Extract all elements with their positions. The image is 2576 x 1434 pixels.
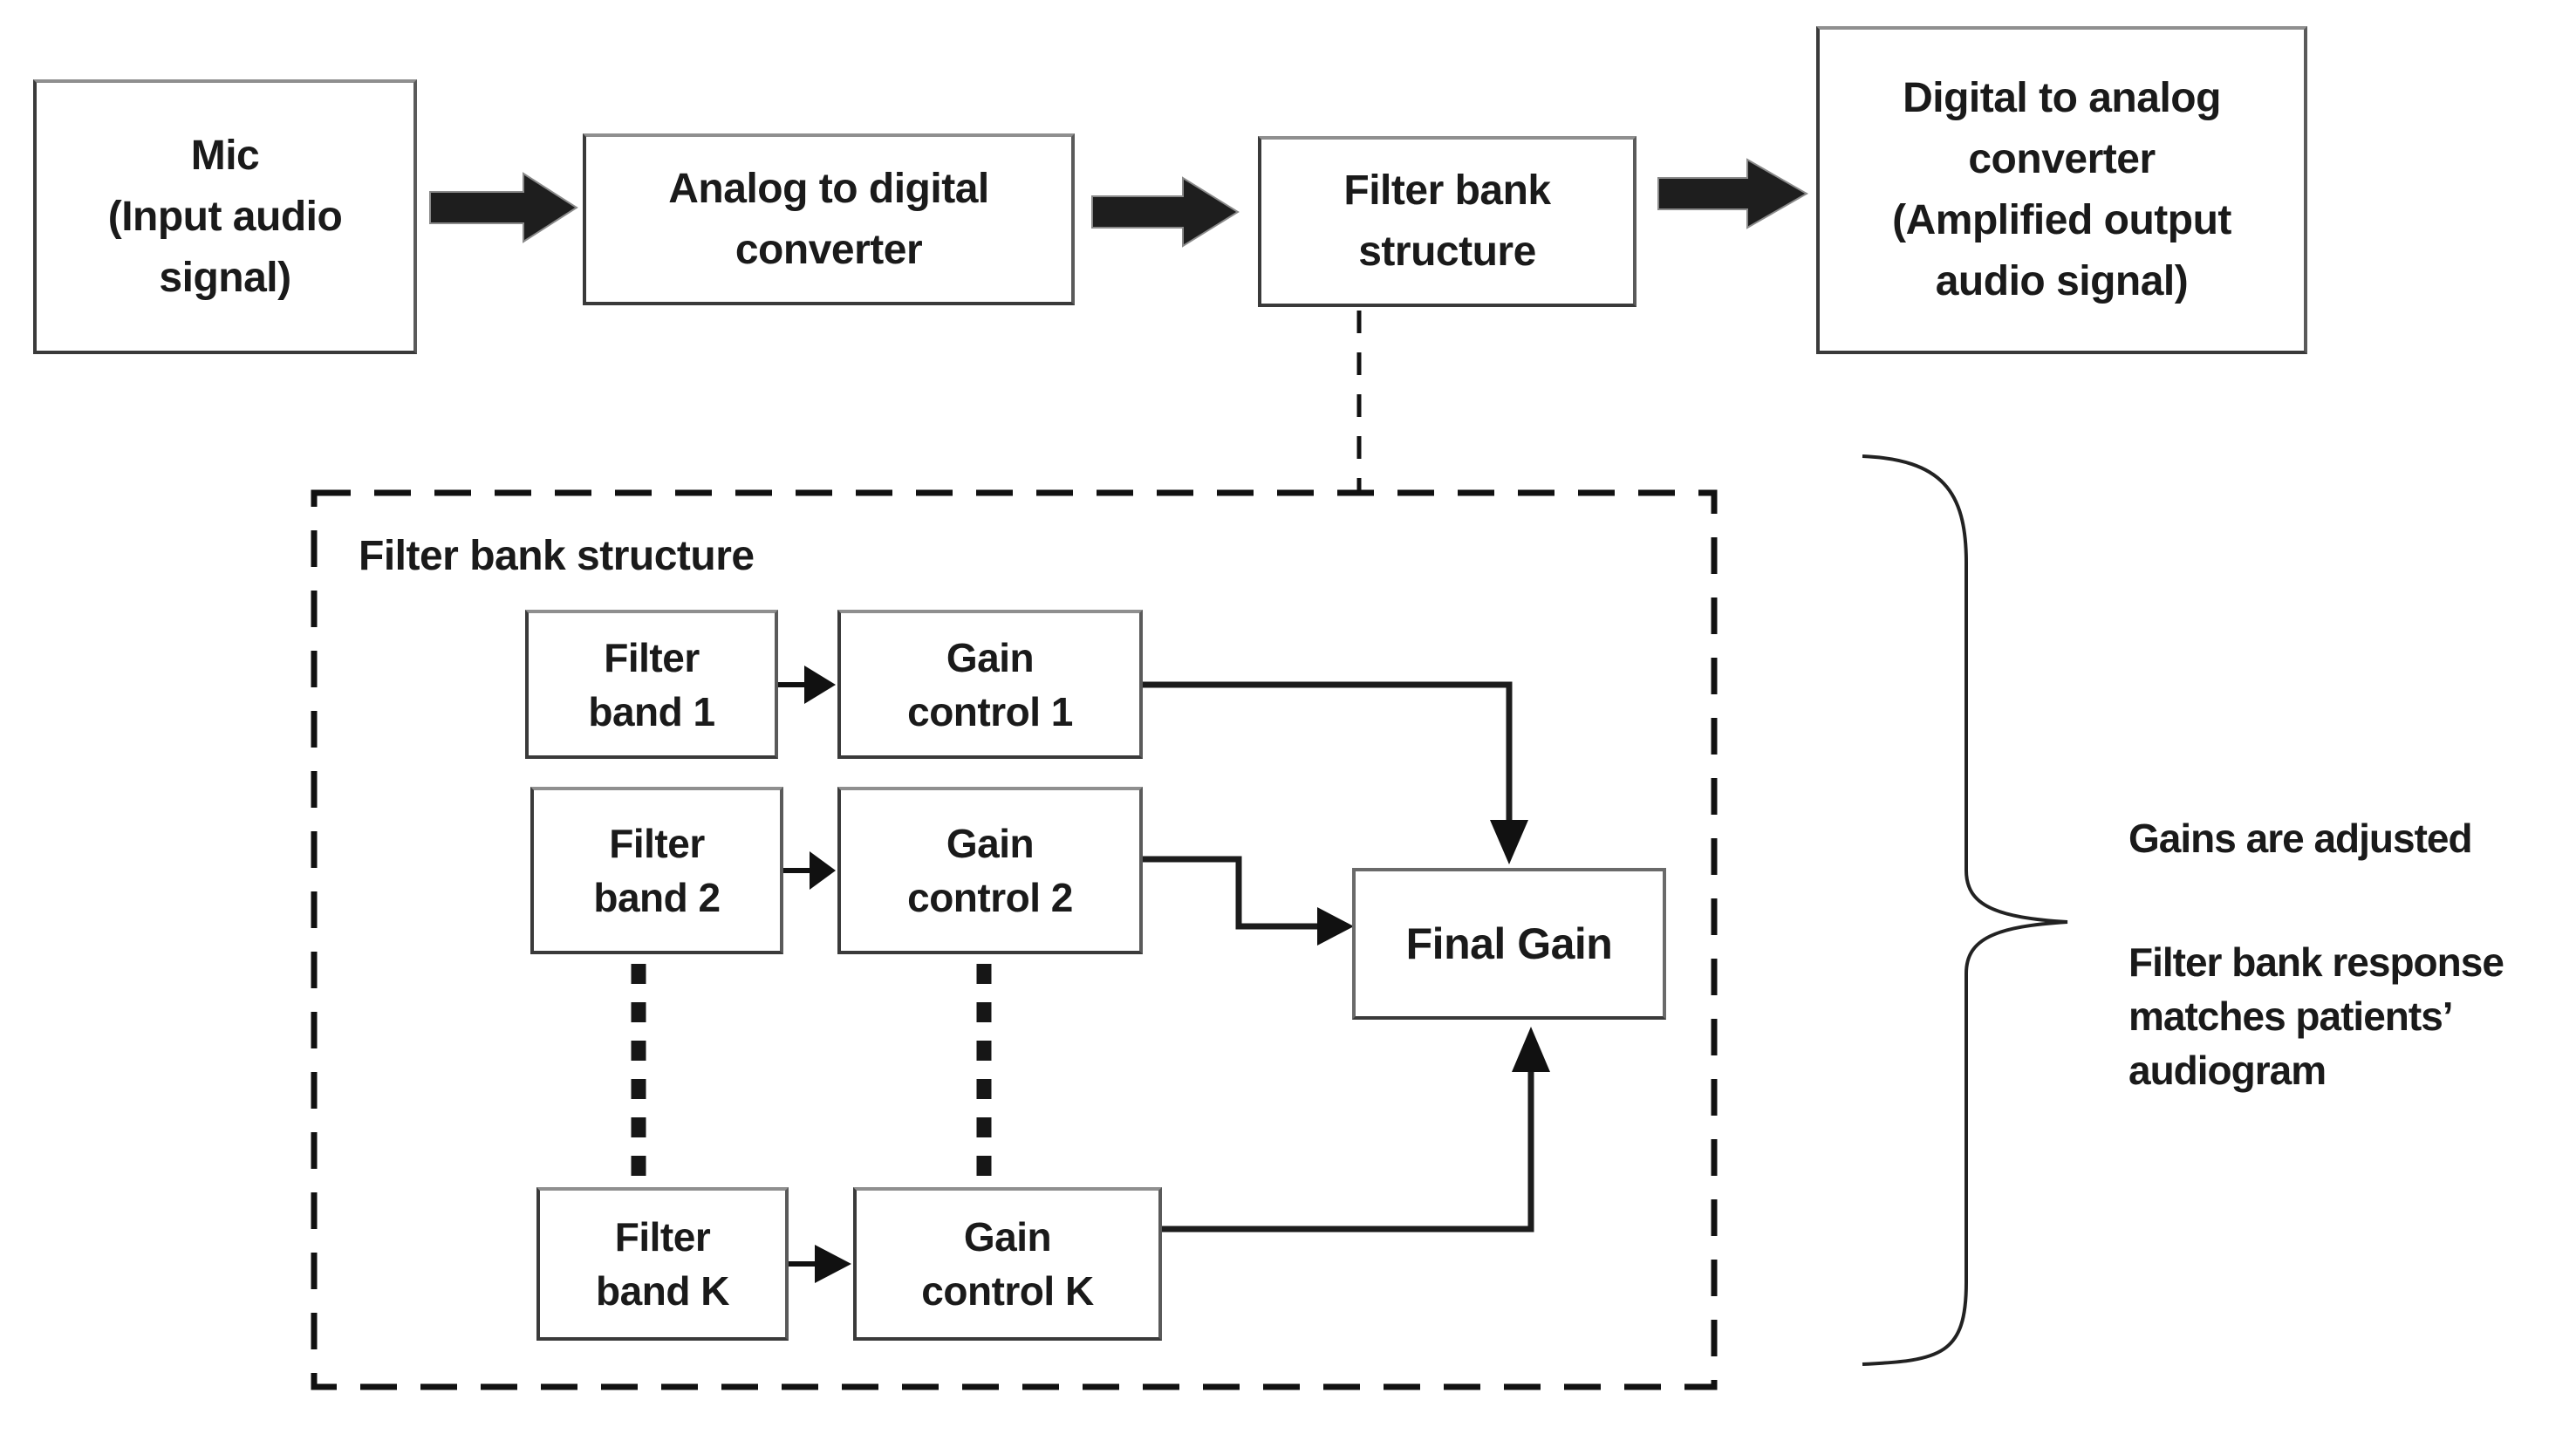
- adc-label-line: converter: [735, 226, 923, 273]
- gain-control-K-line: control K: [921, 1268, 1094, 1314]
- annotation-paragraph: Filter bank response matches patients’ a…: [2128, 935, 2576, 1097]
- dac-label-line: (Amplified output: [1892, 197, 2231, 243]
- gain-control-2-box: Gain control 2: [837, 787, 1143, 954]
- brace-annotation-text: Gains are adjusted Filter bank response …: [2128, 811, 2576, 1097]
- dac-label-line: audio signal): [1935, 258, 2189, 304]
- filter-band-K-line: band K: [596, 1268, 729, 1314]
- filter-band-K-line: Filter: [614, 1214, 711, 1260]
- gain2-to-final-connector: [1143, 856, 1354, 946]
- filter-bank-container-label: Filter bank structure: [359, 533, 755, 579]
- fbs-label-line: structure: [1358, 229, 1536, 275]
- band1-arrow: [778, 666, 836, 704]
- filter-band-2-line: band 2: [593, 875, 721, 920]
- analog-to-digital-box: Analog to digital converter: [583, 133, 1075, 305]
- digital-to-analog-box: Digital to analog converter (Amplified o…: [1816, 26, 2307, 354]
- flow-arrow-mic-to-adc: [429, 172, 578, 243]
- mic-box: Mic (Input audio signal): [33, 79, 417, 354]
- gainK-to-final-connector: [1162, 1027, 1550, 1233]
- mic-label-line: Mic: [190, 132, 260, 179]
- filter-bank-structure-box: Filter bank structure: [1258, 136, 1636, 307]
- filter-band-2-box: Filter band 2: [530, 787, 783, 954]
- gain-control-K-box: Gain control K: [853, 1187, 1162, 1341]
- annotation-line: matches patients’: [2128, 994, 2454, 1039]
- adc-label-line: Analog to digital: [668, 165, 989, 212]
- bandK-arrow: [789, 1245, 851, 1283]
- gain-control-K-line: Gain: [963, 1214, 1052, 1260]
- final-gain-label: Final Gain: [1405, 919, 1613, 968]
- annotation-line: audiogram: [2128, 1048, 2327, 1093]
- fbs-label-line: Filter bank: [1343, 167, 1551, 214]
- gain-control-1-box: Gain control 1: [837, 610, 1143, 759]
- gain-control-1-line: Gain: [946, 634, 1035, 680]
- curly-brace: [1862, 454, 2068, 1366]
- band2-arrow: [783, 851, 836, 890]
- filter-band-1-box: Filter band 1: [525, 610, 778, 759]
- flow-arrow-filterbank-to-dac: [1657, 158, 1809, 229]
- mic-label-line: signal): [159, 254, 291, 301]
- filter-band-1-line: band 1: [588, 688, 715, 734]
- dac-label-line: Digital to analog: [1903, 75, 2221, 121]
- dac-label-line: converter: [1968, 136, 2156, 182]
- flow-arrow-adc-to-filterbank: [1091, 176, 1240, 248]
- gain-control-1-line: control 1: [907, 688, 1073, 734]
- gain-control-2-line: control 2: [907, 875, 1073, 920]
- annotation-line: Filter bank response: [2128, 939, 2504, 985]
- annotation-line: Gains are adjusted: [2128, 816, 2473, 861]
- filter-band-1-line: Filter: [604, 634, 700, 680]
- mic-label-line: (Input audio: [107, 193, 343, 240]
- filter-band-2-line: Filter: [609, 821, 705, 866]
- final-gain-box: Final Gain: [1352, 868, 1666, 1020]
- gain1-to-final-connector: [1143, 681, 1528, 864]
- gain-control-2-line: Gain: [946, 821, 1035, 866]
- filter-band-K-box: Filter band K: [536, 1187, 789, 1341]
